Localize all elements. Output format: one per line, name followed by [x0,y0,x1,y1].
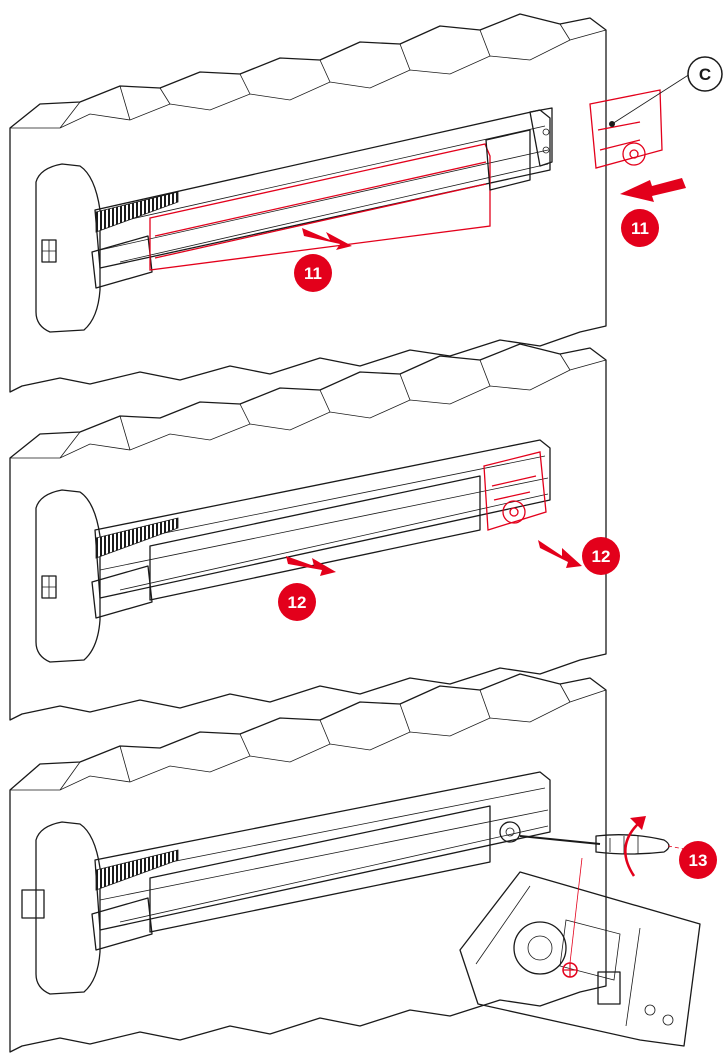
panic-bar-3 [21,771,551,995]
step-number: 11 [304,264,322,283]
step-badge-12: 12 [278,583,316,621]
step-badge-13: 13 [679,841,717,879]
callout-circle [687,56,723,92]
push-arrow-icon [620,178,686,202]
mechanism-module-c [589,73,691,169]
step-number: 13 [689,851,708,870]
panel-step-13: 13 [9,673,717,1053]
step-number: 11 [631,219,649,238]
rotate-arrow-icon [624,821,641,877]
wall-section-2 [9,343,607,721]
step-number: 12 [592,547,611,566]
detail-inset-mechanism [459,857,701,1047]
callout-label: C [699,65,711,84]
panic-bar-1 [35,107,553,333]
rotate-arrow-head [630,816,646,830]
panic-bar-2 [35,439,551,663]
step-badge-12: 12 [582,537,620,575]
step-badge-11: 11 [294,254,332,292]
panel-step-12: 12 12 [9,343,620,721]
wall-section-1 [9,13,607,393]
key-cylinder [21,889,45,919]
panel-step-11: C 11 11 [9,13,723,393]
push-arrow-icon [538,540,582,568]
push-arrow-icon [286,556,336,576]
callout-c: C [687,56,723,92]
wall-section-3 [9,673,607,1053]
step-number: 12 [288,593,307,612]
step-badge-11: 11 [621,209,659,247]
push-arrow-icon [302,228,352,250]
